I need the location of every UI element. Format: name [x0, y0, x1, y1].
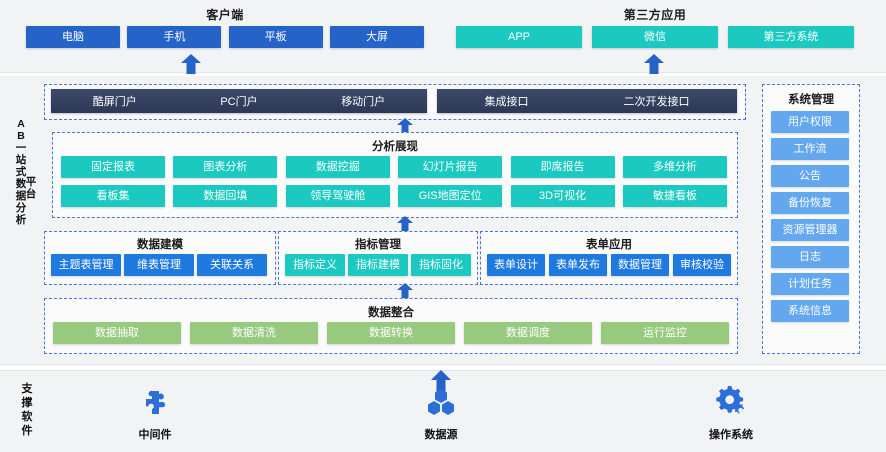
integration-row: 数据抽取 数据清洗 数据转换 数据调度 运行监控 — [53, 322, 729, 344]
modeling-tile-dimension-table[interactable]: 维表管理 — [124, 254, 194, 276]
arrow-middle-up-icon — [396, 283, 414, 299]
form-tile-audit[interactable]: 审核校验 — [673, 254, 731, 276]
integration-tile-extract[interactable]: 数据抽取 — [53, 322, 181, 344]
support-software-label-text: 支撑软件 — [21, 383, 33, 437]
support-item-middleware-caption: 中间件 — [138, 429, 172, 441]
analysis-tile-chart-analysis[interactable]: 图表分析 — [173, 156, 278, 178]
system-button-list: 用户权限 工作流 公告 备份恢复 资源管理器 日志 计划任务 系统信息 — [771, 111, 849, 327]
client-chip-mobile[interactable]: 手机 — [127, 26, 222, 48]
form-tile-data-mgmt[interactable]: 数据管理 — [611, 254, 669, 276]
thirdparty-chip-row: APP 微信 第三方系统 — [456, 26, 854, 48]
form-tile-publish[interactable]: 表单发布 — [549, 254, 607, 276]
modeling-tile-subject-table[interactable]: 主题表管理 — [51, 254, 121, 276]
integration-tile-monitor[interactable]: 运行监控 — [601, 322, 729, 344]
modeling-row: 主题表管理 维表管理 关联关系 — [51, 254, 267, 276]
integration-tile-schedule[interactable]: 数据调度 — [464, 322, 592, 344]
arrow-analysis-up-icon — [396, 216, 414, 232]
analysis-tile-agile-dashboard[interactable]: 敏捷看板 — [622, 185, 727, 207]
client-group-title: 客户端 — [206, 8, 244, 22]
system-section: 系统管理 用户权限 工作流 公告 备份恢复 资源管理器 日志 计划任务 系统信息 — [762, 84, 860, 354]
analysis-tile-adhoc-report[interactable]: 即席报告 — [510, 156, 615, 178]
modeling-section: 数据建模 主题表管理 维表管理 关联关系 — [44, 231, 276, 285]
top-separator — [0, 72, 886, 73]
client-group: 客户端 电脑 手机 平板 大屏 — [26, 0, 424, 72]
indicator-section: 指标管理 指标定义 指标建模 指标固化 — [278, 231, 478, 285]
support-item-os: 操作系统 — [686, 386, 776, 442]
analysis-row-2: 看板集 数据回填 领导驾驶舱 GIS地图定位 3D可视化 敏捷看板 — [61, 185, 727, 207]
system-button-scheduled-task[interactable]: 计划任务 — [771, 273, 849, 295]
indicator-row: 指标定义 指标建模 指标固化 — [285, 254, 471, 276]
analysis-tile-3d-visual[interactable]: 3D可视化 — [510, 185, 615, 207]
analysis-tile-slide-report[interactable]: 幻灯片报告 — [398, 156, 503, 178]
modeling-tile-relations[interactable]: 关联关系 — [197, 254, 267, 276]
integration-tile-clean[interactable]: 数据清洗 — [190, 322, 318, 344]
thirdparty-chip-system[interactable]: 第三方系统 — [728, 26, 854, 48]
indicator-tile-definition[interactable]: 指标定义 — [285, 254, 345, 276]
analysis-tile-multidim-analysis[interactable]: 多维分析 — [622, 156, 727, 178]
form-row: 表单设计 表单发布 数据管理 审核校验 — [487, 254, 731, 276]
portal-item-pc[interactable]: PC门户 — [220, 96, 258, 108]
arrow-portal-up-icon — [396, 118, 414, 134]
form-section: 表单应用 表单设计 表单发布 数据管理 审核校验 — [480, 231, 738, 285]
analysis-row-1: 固定报表 图表分析 数据挖掘 幻灯片报告 即席报告 多维分析 — [61, 156, 727, 178]
indicator-section-title: 指标管理 — [355, 239, 401, 251]
database-nodes-icon — [428, 389, 454, 415]
client-chip-bigscreen[interactable]: 大屏 — [329, 26, 424, 48]
system-button-announcement[interactable]: 公告 — [771, 165, 849, 187]
system-button-workflow[interactable]: 工作流 — [771, 138, 849, 160]
analysis-tile-dashboard-set[interactable]: 看板集 — [61, 185, 165, 207]
portal-item-integration-api[interactable]: 集成接口 — [484, 96, 529, 108]
analysis-section-title: 分析展现 — [372, 141, 418, 153]
indicator-tile-solidify[interactable]: 指标固化 — [411, 254, 471, 276]
indicator-tile-modeling[interactable]: 指标建模 — [348, 254, 408, 276]
support-item-os-caption: 操作系统 — [709, 429, 753, 441]
thirdparty-chip-wechat[interactable]: 微信 — [592, 26, 718, 48]
system-section-title: 系统管理 — [788, 94, 834, 106]
arrow-thirdparty-up-icon — [643, 54, 665, 74]
analysis-tile-data-mining[interactable]: 数据挖掘 — [285, 156, 390, 178]
system-button-resource-manager[interactable]: 资源管理器 — [771, 219, 849, 241]
portal-bar-right[interactable]: 集成接口 二次开发接口 — [437, 89, 737, 113]
arrow-datasource-up-icon — [430, 370, 452, 392]
form-section-title: 表单应用 — [586, 239, 632, 251]
portal-section: 酷屏门户 PC门户 移动门户 集成接口 二次开发接口 — [44, 84, 746, 120]
integration-section: 数据整合 数据抽取 数据清洗 数据转换 数据调度 运行监控 — [44, 298, 738, 354]
portal-item-dev-api[interactable]: 二次开发接口 — [623, 96, 690, 108]
portal-item-mobile[interactable]: 移动门户 — [341, 96, 386, 108]
platform-vertical-label-2: 平台 — [25, 176, 37, 200]
thirdparty-chip-app[interactable]: APP — [456, 26, 582, 48]
support-item-middleware: 中间件 — [110, 388, 200, 442]
system-button-user-permission[interactable]: 用户权限 — [771, 111, 849, 133]
system-button-log[interactable]: 日志 — [771, 246, 849, 268]
analysis-tile-data-backfill[interactable]: 数据回填 — [173, 185, 278, 207]
client-chip-pc[interactable]: 电脑 — [26, 26, 120, 48]
system-button-system-info[interactable]: 系统信息 — [771, 300, 849, 322]
integration-tile-transform[interactable]: 数据转换 — [327, 322, 455, 344]
analysis-section: 分析展现 固定报表 图表分析 数据挖掘 幻灯片报告 即席报告 多维分析 看板集 … — [52, 132, 738, 218]
thirdparty-group-title: 第三方应用 — [623, 8, 687, 22]
puzzle-piece-icon — [146, 390, 166, 414]
portal-bar-left[interactable]: 酷屏门户 PC门户 移动门户 — [51, 89, 427, 113]
analysis-tile-fixed-report[interactable]: 固定报表 — [61, 156, 165, 178]
analysis-tile-leader-cockpit[interactable]: 领导驾驶舱 — [285, 185, 390, 207]
support-item-datasource-caption: 数据源 — [424, 429, 458, 441]
arrow-client-up-icon — [180, 54, 202, 74]
analysis-tile-gis-map[interactable]: GIS地图定位 — [398, 185, 503, 207]
support-item-datasource: 数据源 — [396, 388, 486, 442]
bottom-separator-top — [0, 364, 886, 365]
client-chip-tablet[interactable]: 平板 — [228, 26, 323, 48]
support-software-label: 支撑软件 — [14, 382, 40, 438]
thirdparty-group: 第三方应用 APP 微信 第三方系统 — [456, 0, 854, 72]
system-button-backup-restore[interactable]: 备份恢复 — [771, 192, 849, 214]
modeling-section-title: 数据建模 — [137, 239, 183, 251]
portal-item-kuping[interactable]: 酷屏门户 — [92, 96, 137, 108]
client-chip-row: 电脑 手机 平板 大屏 — [26, 26, 424, 48]
integration-section-title: 数据整合 — [368, 307, 414, 319]
gear-icon — [716, 386, 744, 414]
form-tile-design[interactable]: 表单设计 — [487, 254, 545, 276]
